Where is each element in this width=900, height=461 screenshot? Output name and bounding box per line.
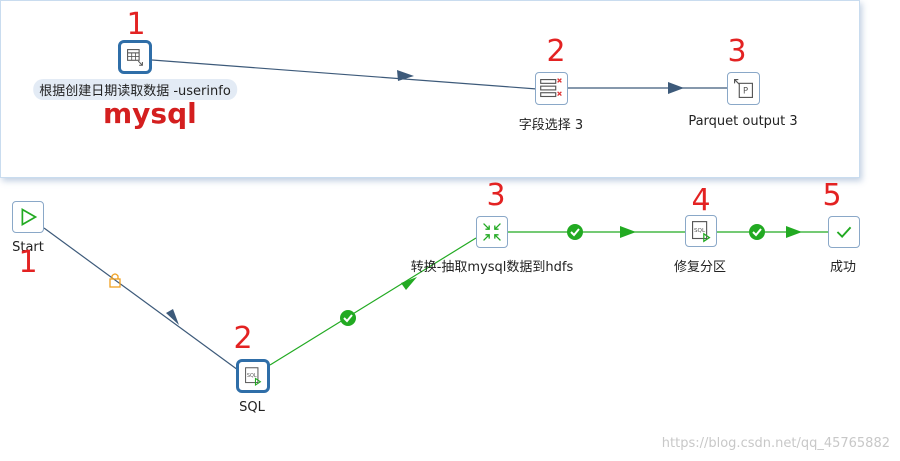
- success-entry[interactable]: [828, 216, 860, 248]
- annotation-number: 3: [727, 34, 747, 69]
- hop-start-to-sql[interactable]: [43, 227, 239, 371]
- annotation-number: 1: [18, 245, 38, 280]
- parquet-output-step[interactable]: P: [727, 72, 760, 105]
- hop-sql-to-transform[interactable]: [269, 237, 477, 366]
- annotation-number: 4: [691, 183, 711, 218]
- hop-table-to-select[interactable]: [151, 59, 538, 90]
- parquet-output-icon: P: [734, 79, 753, 98]
- annotation-note: mysql: [103, 97, 197, 130]
- repair-partition-entry[interactable]: SQL: [685, 215, 717, 247]
- transformation-entry[interactable]: [476, 216, 508, 248]
- annotation-number: 5: [822, 178, 842, 213]
- svg-text:P: P: [743, 86, 748, 96]
- svg-text:SQL: SQL: [694, 228, 706, 234]
- hop-arrow-4: [401, 277, 417, 290]
- sql-script-icon: SQL: [692, 221, 711, 243]
- repair-partition-label: 修复分区: [673, 260, 727, 275]
- table-input-step[interactable]: [118, 40, 152, 74]
- success-label: 成功: [829, 260, 857, 275]
- annotation-number: 3: [486, 178, 506, 213]
- transform-merge-icon: [483, 223, 501, 241]
- table-input-icon: [127, 49, 143, 66]
- hop-arrow-3: [166, 309, 179, 325]
- start-entry[interactable]: [12, 201, 44, 233]
- success-check-icon: [749, 224, 765, 240]
- hop-arrow-5: [620, 226, 636, 238]
- lock-icon: [109, 273, 121, 288]
- annotation-number: 1: [126, 7, 146, 42]
- checkmark-icon: [836, 226, 852, 239]
- annotation-number: 2: [233, 321, 253, 356]
- watermark: https://blog.csdn.net/qq_45765882: [661, 436, 890, 451]
- success-check-icon: [340, 310, 356, 326]
- start-label: Start: [12, 240, 44, 255]
- sql-label: SQL: [239, 400, 265, 415]
- sql-entry[interactable]: SQL: [236, 359, 270, 393]
- hop-arrow-6: [786, 226, 802, 238]
- select-values-step[interactable]: [535, 72, 568, 105]
- parquet-output-label: Parquet output 3: [688, 114, 798, 129]
- select-values-label: 字段选择 3: [518, 118, 584, 133]
- select-values-icon: [540, 78, 562, 98]
- sql-script-icon: SQL: [245, 367, 262, 387]
- hop-arrow-1: [397, 70, 414, 81]
- hop-arrow-2: [668, 82, 684, 94]
- svg-text:SQL: SQL: [247, 373, 257, 379]
- success-check-icon: [567, 224, 583, 240]
- annotation-number: 2: [546, 34, 566, 69]
- transformation-label: 转换-抽取mysql数据到hdfs: [410, 260, 574, 275]
- play-icon: [21, 208, 38, 226]
- table-input-label: 根据创建日期读取数据 -userinfo: [33, 79, 237, 100]
